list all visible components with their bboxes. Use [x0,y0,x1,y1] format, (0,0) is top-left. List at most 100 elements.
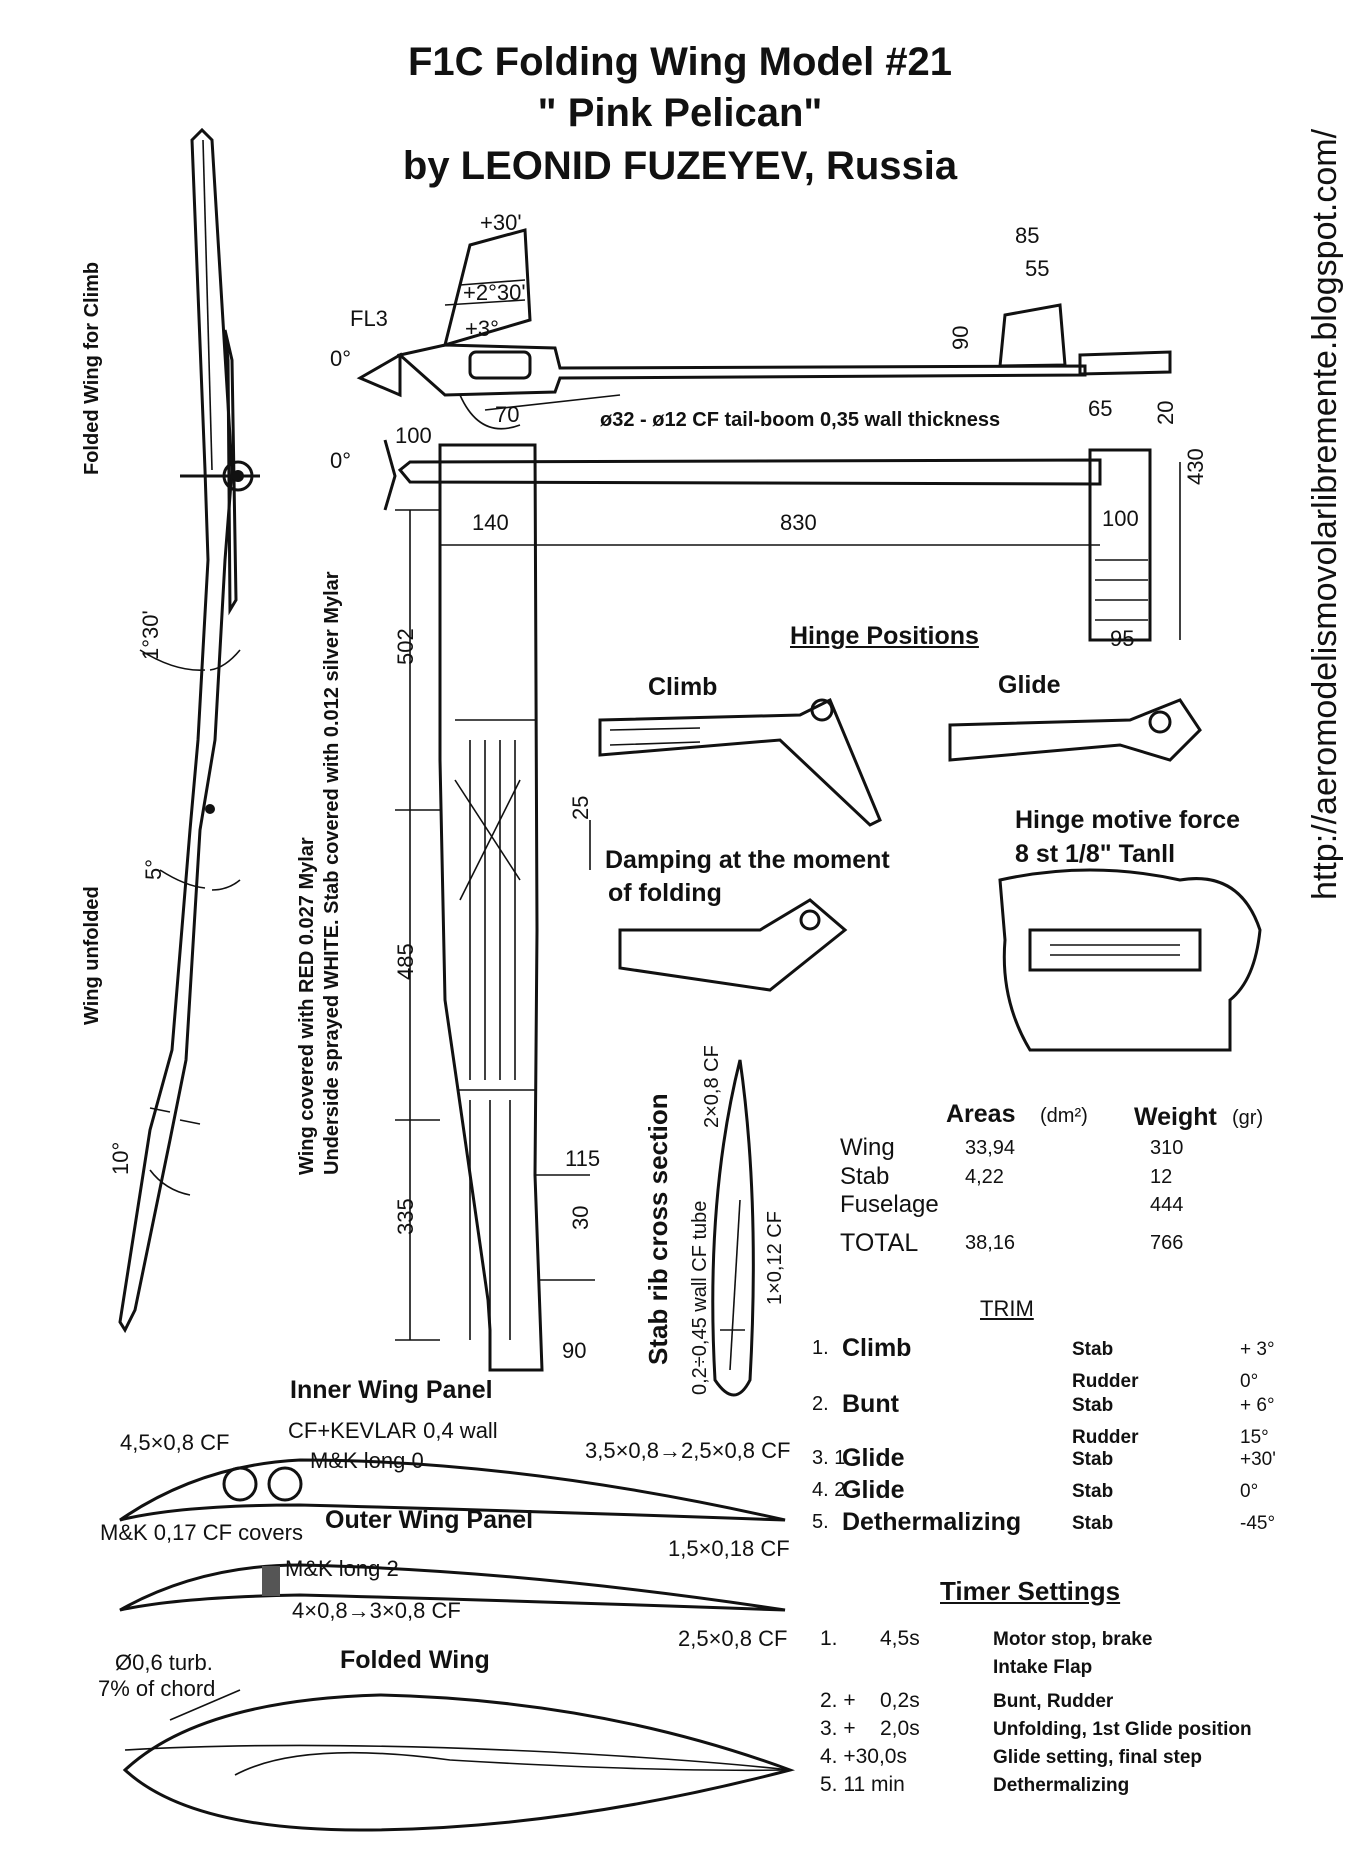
timer-row-step: 3. + [820,1717,856,1740]
weight-header: Weight [1134,1103,1217,1131]
title-line-1: F1C Folding Wing Model #21 [407,40,953,84]
trim-heading: TRIM [980,1296,1034,1321]
timer-row-action: Dethermalizing [993,1775,1130,1796]
fl3-label: FL3 [350,306,388,331]
timer-row-action: Glide setting, final step [993,1747,1203,1768]
angle-label-1: 1°30' [138,610,163,660]
covering-note-2: Underside sprayed WHITE. Stab covered wi… [321,571,343,1175]
cf-45-label: 4,5×0,8 CF [120,1430,230,1455]
timer-row-action: Intake Flap [993,1657,1093,1678]
cf-4-label: 4×0,8→3×0,8 CF [292,1598,461,1623]
timer-row-step: 1. [820,1627,838,1650]
kevlar-label: CF+KEVLAR 0,4 wall [288,1418,498,1443]
dim-70: 70 [495,402,520,427]
mk-long-0-label: M&K long 0 [310,1448,424,1473]
trim-row-num: 3. 1 [812,1447,846,1469]
timer-row-action: Unfolding, 1st Glide position [993,1719,1252,1740]
timer-row-step: 4. +30,0s [820,1745,907,1768]
areas-row-area: 4,22 [965,1166,1004,1188]
dim-90-side: 90 [948,325,973,350]
trim-row-phase: Dethermalizing [842,1508,1022,1536]
dim-95: 95 [1110,626,1135,651]
trim-row-surface: Stab [1072,1513,1114,1534]
dim-485: 485 [393,943,418,980]
areas-row-weight: 444 [1150,1194,1184,1216]
folded-wing-heading: Folded Wing [340,1646,490,1674]
hinge-glide-label: Glide [998,671,1061,699]
timer-row-time: 4,5s [880,1627,920,1650]
areas-row-weight: 766 [1150,1232,1184,1254]
trim-row-value: 15° [1240,1427,1269,1448]
trim-row-value: + 3° [1240,1339,1275,1360]
timer-row-step: 5. 11 min [820,1773,905,1796]
dim-335: 335 [393,1198,418,1235]
trim-row-phase: Climb [842,1334,912,1362]
cf-25-label: 2,5×0,8 CF [678,1626,788,1651]
chord-label: 7% of chord [98,1676,216,1701]
stab-rib-cf2: 1×0,12 CF [764,1211,786,1305]
pylon-angle-1: +30' [480,210,522,235]
damping-label-2: of folding [608,879,722,907]
title-line-2: " Pink Pelican" [537,91,823,135]
wing-unfolded-label: Wing unfolded [81,886,103,1025]
areas-unit: (dm²) [1040,1105,1088,1127]
hinge-positions-heading: Hinge Positions [790,622,979,650]
trim-row-value: -45° [1240,1513,1276,1534]
fuselage-top-view [383,439,1152,642]
dim-55: 55 [1025,256,1050,281]
angle-label-3: 10° [108,1141,133,1175]
covering-note-1: Wing covered with RED 0.027 Mylar [296,837,318,1175]
dim-90-wing: 90 [562,1338,587,1363]
areas-row-weight: 310 [1150,1137,1184,1159]
dim-115: 115 [565,1146,601,1171]
trim-row-surface: Rudder [1072,1427,1139,1448]
dim-20: 20 [1153,400,1178,425]
damping-label-1: Damping at the moment [605,846,890,874]
timer-settings-heading: Timer Settings [940,1576,1121,1606]
dim-502: 502 [393,628,418,665]
zero-angle-1: 0° [330,346,352,371]
trim-row-surface: Stab [1072,1395,1114,1416]
cf-15-label: 1,5×0,18 CF [668,1536,790,1561]
trim-row-surface: Stab [1072,1481,1114,1502]
stab-rib-heading: Stab rib cross section [643,1093,673,1365]
trim-row-surface: Stab [1072,1449,1114,1470]
stab-rib-cf1: 2×0,8 CF [701,1045,723,1128]
weight-unit: (gr) [1232,1107,1264,1129]
pylon-angle-2: +2°30' [463,280,526,305]
dim-100-nose: 100 [395,423,432,448]
trim-row-value: +30' [1240,1449,1276,1470]
trim-row-surface: Stab [1072,1339,1114,1360]
mk-long-2-label: M&K long 2 [285,1556,399,1581]
mk-covers-label: M&K 0,17 CF covers [100,1520,303,1545]
fuselage-side-view [356,228,1172,430]
dim-65: 65 [1088,396,1113,421]
title-line-3: by LEONID FUZEYEV, Russia [402,144,958,188]
tail-boom-spec: ø32 - ø12 CF tail-boom 0,35 wall thickne… [600,409,1001,431]
trim-row-num: 2. [812,1393,829,1415]
trim-row-value: + 6° [1240,1395,1275,1416]
areas-header: Areas [946,1100,1016,1128]
trim-row-num: 1. [812,1337,829,1359]
hinge-climb-label: Climb [648,673,718,701]
trim-row-value: 0° [1240,1481,1259,1502]
areas-row-name: TOTAL [840,1229,919,1257]
timer-row-time: 0,2s [880,1689,920,1712]
areas-row-weight: 12 [1150,1166,1173,1188]
areas-row-name: Fuselage [840,1191,939,1218]
trim-row-num: 4. 2. [812,1479,851,1501]
website-url: http://aeromodelismovolarlibremente.blog… [1306,128,1344,900]
zero-angle-2: 0° [330,448,352,473]
timer-row-action: Motor stop, brake [993,1629,1153,1650]
areas-row-name: Stab [840,1163,890,1190]
timer-row-step: 2. + [820,1689,856,1712]
stab-rib-section [711,1059,755,1397]
dim-100-stab: 100 [1102,506,1139,531]
folded-wing-side-view [118,127,260,1334]
wing-airfoils [119,1458,796,1832]
folded-wing-climb-label: Folded Wing for Climb [81,261,103,475]
areas-row-area: 38,16 [965,1232,1016,1254]
trim-row-surface: Rudder [1072,1371,1139,1392]
